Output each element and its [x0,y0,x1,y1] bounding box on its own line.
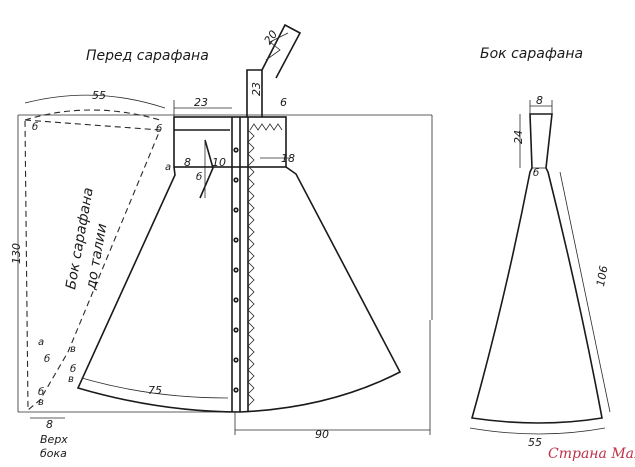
front-piece [17,23,433,435]
point-v-left: в [70,344,76,355]
front-title: Перед сарафана [86,48,209,64]
point-v-bottom: в [38,397,44,408]
dim-side-hem: 55 [528,436,542,449]
side-outline [470,113,603,424]
skirt-outline [76,166,402,413]
strap-diagonal [261,23,302,79]
point-b-hem: б [70,363,76,375]
dart-outline [199,139,214,199]
point-b-top: б [32,121,38,133]
point-a-waist: а [165,162,171,173]
bodice-outline [173,116,287,168]
point-v-hem: в [68,374,74,385]
point-b-dart: б [196,171,202,183]
dim-23-strap: 23 [250,82,263,96]
point-b-left: б [44,353,50,365]
dim-8-gap: 8 [184,156,191,169]
side-106-dim [559,171,611,413]
side-top-label: Верх [40,433,68,446]
point-a-left: а [38,337,44,348]
dim-23-bodice: 23 [194,96,208,109]
strap-vertical [246,69,263,117]
point-b-bottom: б [38,386,44,398]
side-title: Бок сарафана [480,46,583,62]
side-hem-dim [469,427,606,435]
hem-dim-line [81,377,229,399]
top-55-dim-line [24,94,166,109]
placket-buttons [233,147,239,393]
side-to-waist-dashed [24,119,161,412]
side-top-label-2: бока [40,447,67,460]
dim-8-base: 8 [46,418,53,431]
dim-10-gap: 10 [212,156,226,169]
watermark: Страна Мам [548,446,635,462]
placket-zigzag [247,129,255,407]
dim-8-side-top: 8 [536,94,543,107]
dim-55: 55 [92,89,106,102]
dim-6-strap: 6 [280,96,287,109]
point-b-side: б [533,167,539,179]
dim-130: 130 [10,243,23,264]
dim-24: 24 [512,130,525,144]
point-b-right: б [156,123,162,135]
top-arc-dashed [24,109,161,121]
top-zigzag [249,123,283,131]
strap-hatch [265,32,289,61]
dim-18: 18 [281,152,295,165]
side-piece [469,100,611,435]
dim-75: 75 [148,384,162,397]
dim-106: 106 [594,265,610,288]
dim-20-strap: 20 [262,28,281,47]
dim-90: 90 [315,428,329,441]
